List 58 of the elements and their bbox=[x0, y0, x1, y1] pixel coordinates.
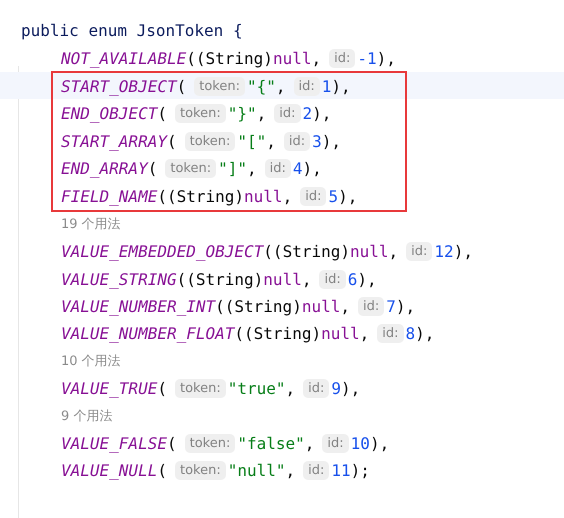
parameter-hint: token: bbox=[174, 104, 226, 124]
code-text: 2), bbox=[302, 104, 332, 124]
parameter-hint: token: bbox=[174, 461, 226, 480]
code-text: END_ARRAY( bbox=[61, 159, 158, 178]
code-text: VALUE_EMBEDDED_OBJECT((String)null, bbox=[61, 242, 398, 262]
code-text: 10), bbox=[350, 434, 390, 454]
parameter-hint: id: bbox=[284, 132, 310, 151]
parameter-hint: id: bbox=[406, 242, 432, 262]
parameter-hint: id: bbox=[303, 379, 330, 398]
parameter-hint: id: bbox=[274, 104, 300, 124]
usage-count: 10 个用法 bbox=[61, 353, 121, 370]
parameter-hint: token: bbox=[165, 159, 216, 178]
parameter-hint: id: bbox=[300, 186, 326, 206]
parameter-hint: id: bbox=[319, 270, 346, 289]
code-text: "null", bbox=[228, 461, 296, 480]
code-text: 5), bbox=[328, 186, 358, 206]
parameter-hint: token: bbox=[174, 379, 226, 398]
code-text: FIELD_NAME((String)null, bbox=[61, 186, 292, 206]
usage-count: 9 个用法 bbox=[61, 408, 112, 426]
code-text: 11); bbox=[331, 461, 370, 480]
parameter-hint: token: bbox=[184, 132, 236, 151]
code-text: "}", bbox=[228, 104, 266, 124]
code-text: 8), bbox=[406, 324, 434, 344]
code-text: START_OBJECT( bbox=[61, 76, 186, 96]
parameter-hint: id: bbox=[377, 324, 404, 344]
code-text: 12), bbox=[434, 242, 473, 262]
code-text: "{", bbox=[246, 76, 286, 96]
parameter-hint: token: bbox=[194, 76, 245, 96]
code-text: -1), bbox=[357, 48, 396, 68]
code-text: VALUE_FALSE( bbox=[61, 434, 177, 454]
parameter-hint: id: bbox=[329, 48, 356, 68]
code-text: VALUE_NULL( bbox=[61, 461, 167, 480]
code-text: 9), bbox=[331, 379, 360, 398]
code-text: END_OBJECT( bbox=[61, 104, 167, 124]
code-text: 3), bbox=[312, 132, 342, 151]
code-text: 1), bbox=[322, 76, 351, 96]
code-text: START_ARRAY( bbox=[61, 132, 177, 151]
code-text: 7), bbox=[386, 297, 416, 316]
parameter-hint: id: bbox=[322, 434, 349, 454]
parameter-hint: id: bbox=[358, 297, 384, 316]
code-text: VALUE_TRUE( bbox=[61, 379, 167, 398]
code-text: "]", bbox=[218, 159, 257, 178]
code-text: "false", bbox=[237, 434, 314, 454]
usage-count: 19 个用法 bbox=[61, 216, 121, 234]
code-text: VALUE_STRING((String)null, bbox=[61, 270, 312, 289]
code-text: 6), bbox=[348, 270, 377, 289]
code-text: VALUE_NUMBER_INT((String)null, bbox=[61, 297, 350, 316]
code-text: public enum JsonToken { bbox=[21, 21, 243, 40]
code-text: NOT_AVAILABLE((String)null, bbox=[61, 48, 322, 68]
code-text: "[", bbox=[237, 132, 276, 151]
parameter-hint: id: bbox=[264, 159, 291, 178]
parameter-hint: token: bbox=[184, 434, 236, 454]
highlight-box bbox=[51, 70, 407, 212]
code-text: VALUE_NUMBER_FLOAT((String)null, bbox=[61, 324, 370, 344]
parameter-hint: id: bbox=[294, 76, 320, 96]
code-text: 4), bbox=[292, 159, 322, 178]
parameter-hint: id: bbox=[303, 461, 330, 480]
code-text: "true", bbox=[228, 379, 296, 398]
